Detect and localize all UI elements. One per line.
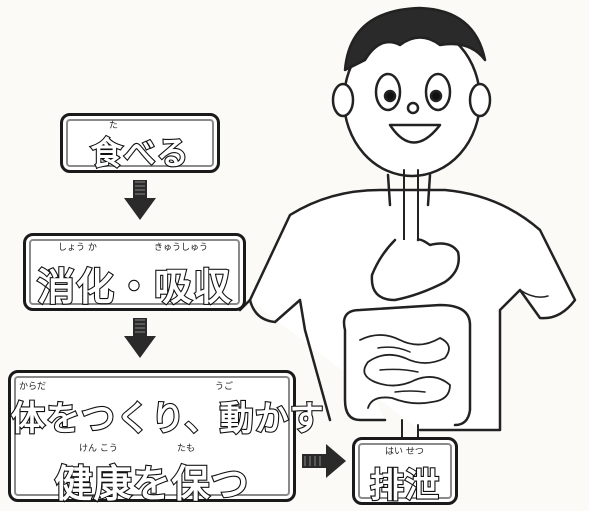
digest-label: 消化・吸収 [26,256,243,311]
eat-box: た 食べる [60,113,220,173]
eat-label: 食べる [63,128,217,174]
body-line-2: 健康を保つ [11,453,293,508]
body-box: からだ うご 体をつくり、動かす けん こう たも 健康を保つ [8,370,296,502]
excrete-label: 排泄 [355,458,455,507]
digest-ruby-1: しょう か [58,240,97,253]
excrete-ruby: はい せつ [385,444,424,457]
digest-box: しょう か きゅうしゅう 消化・吸収 [23,233,246,311]
down-arrow-icon [124,318,156,358]
right-arrow-icon [302,444,346,478]
body-line-1: 体をつくり、動かす [11,391,293,440]
down-arrow-icon [124,180,156,220]
excrete-box: はい せつ 排泄 [352,437,458,505]
digest-ruby-2: きゅうしゅう [154,240,208,253]
